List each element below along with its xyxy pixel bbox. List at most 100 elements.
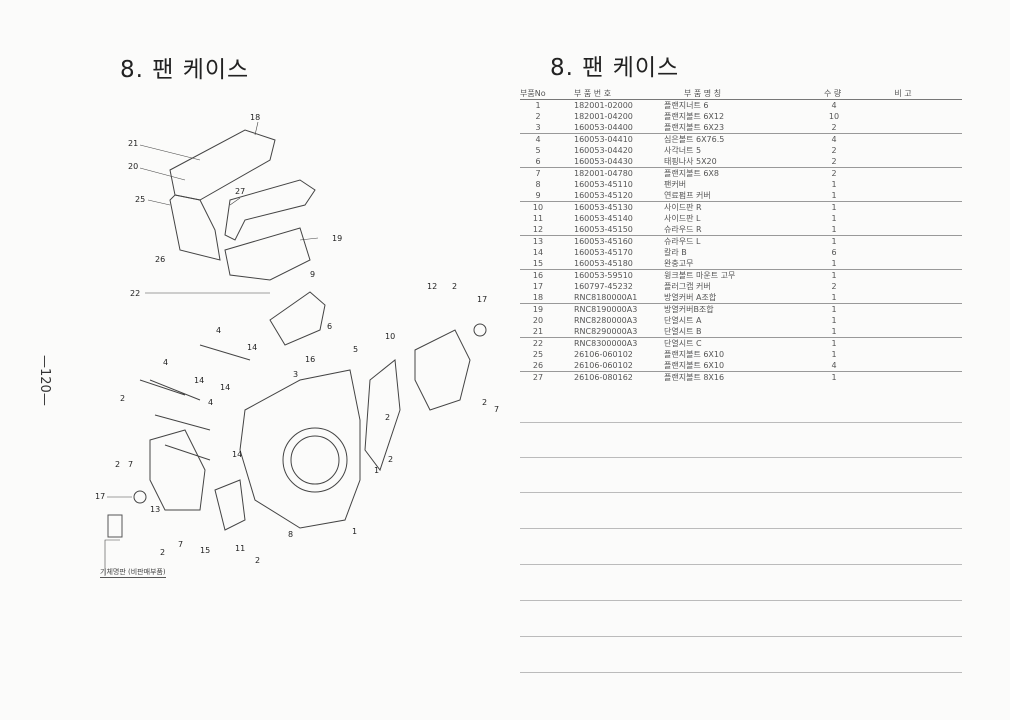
remarks-cell	[844, 281, 962, 292]
remarks-cell	[844, 145, 962, 156]
quantity-cell: 2	[824, 122, 844, 134]
callout-label: 26	[155, 255, 166, 264]
callout-label: 4	[216, 326, 222, 335]
callout-label: 20	[128, 162, 139, 171]
remarks-cell	[844, 326, 962, 338]
callout-label: 9	[310, 270, 316, 279]
callout-label: 4	[208, 398, 214, 407]
callout-label: 14	[232, 450, 243, 459]
callout-label: 22	[130, 289, 141, 298]
remarks-cell	[844, 315, 962, 326]
part-number-cell: 160053-59510	[574, 271, 633, 280]
part-number-cell: 160053-45170	[574, 248, 633, 257]
remarks-cell	[844, 236, 962, 248]
quantity-cell: 10	[828, 112, 840, 121]
quantity-cell: 1	[831, 373, 837, 382]
part-number-cell: 182001-04200	[574, 112, 633, 121]
part-name-cell: 방열커버 A조합	[664, 292, 824, 304]
callout-label: 1	[352, 527, 358, 536]
blank-row-rule	[520, 528, 962, 529]
callout-label: 5	[353, 345, 359, 354]
part-name-cell: 플랜지볼트 6X23	[664, 122, 824, 134]
part-no-cell: 8	[535, 180, 541, 189]
callout-label: 16	[305, 355, 316, 364]
side-plate-l	[149, 429, 206, 511]
part-number-cell: RNC8190000A3	[574, 305, 638, 314]
quantity-cell: 6	[831, 248, 837, 257]
quantity-cell: 2	[824, 156, 844, 168]
quantity-cell: 1	[824, 326, 844, 338]
callout-label: 2	[120, 394, 126, 403]
callout-label: 14	[247, 343, 258, 352]
header-remarks: 비 고	[844, 88, 962, 100]
part-name-cell: 단열시트 C	[664, 339, 702, 348]
part-no-cell: 16	[532, 271, 544, 280]
callout-label: 14	[194, 376, 205, 385]
part-no-cell: 3	[520, 122, 556, 134]
part-number-cell: RNC8290000A3	[556, 326, 664, 338]
part-number-cell: 26106-060102	[574, 350, 633, 359]
right-page-title: 8. 팬 케이스	[550, 55, 680, 81]
callout-label: 2	[160, 548, 166, 557]
remarks-cell	[844, 202, 962, 214]
quantity-cell: 2	[831, 146, 837, 155]
part-name-cell: 슈라우드 R	[664, 224, 824, 236]
part-name-cell: 사각너트 5	[664, 146, 702, 155]
quantity-cell: 1	[824, 292, 844, 304]
part-name-cell: 팬커버	[664, 180, 687, 189]
callout-label: 7	[494, 405, 500, 414]
part-no-cell: 25	[532, 350, 544, 359]
side-plate-r	[364, 359, 401, 472]
callout-label: 27	[235, 187, 246, 196]
part-name-cell: 완충고무	[664, 258, 824, 270]
remarks-cell	[844, 247, 962, 258]
part-no-cell: 5	[535, 146, 541, 155]
part-number-cell: 160053-04400	[556, 122, 664, 134]
quantity-cell: 1	[831, 339, 837, 348]
remarks-cell	[844, 304, 962, 316]
part-no-cell: 26	[520, 360, 556, 372]
quantity-cell: 1	[824, 258, 844, 270]
blank-row-rule	[520, 457, 962, 458]
part-number-cell: 26106-060102	[556, 360, 664, 372]
callout-label: 2	[482, 398, 488, 407]
header-quantity: 수 량	[824, 88, 844, 100]
remarks-cell	[844, 372, 962, 384]
callout-label: 18	[250, 113, 261, 122]
part-number-cell: 160053-45140	[574, 214, 633, 223]
callout-label: 3	[293, 370, 299, 379]
quantity-cell: 1	[831, 203, 837, 212]
part-number-cell: 160053-45180	[556, 258, 664, 270]
remarks-cell	[844, 258, 962, 270]
part-number-cell: 26106-080162	[574, 373, 633, 382]
part-no-cell: 20	[532, 316, 544, 325]
part-no-cell: 13	[532, 237, 544, 246]
part-name-cell: 사이드판 L	[664, 214, 701, 223]
part-name-cell: 플러그캡 커버	[664, 282, 711, 291]
part-name-cell: 칼라 B	[664, 248, 687, 257]
callout-label: 7	[128, 460, 134, 469]
quantity-cell: 1	[831, 271, 837, 280]
fan-opening	[282, 427, 348, 493]
part-name-cell: 플랜지볼트 6X8	[664, 169, 720, 178]
table-header-row: 부품No 부 품 번 호 부 품 명 칭 수 량 비 고	[520, 88, 962, 100]
quantity-cell: 1	[831, 180, 837, 189]
blank-row-rule	[520, 492, 962, 493]
remarks-cell	[844, 179, 962, 190]
part-no-cell: 18	[520, 292, 556, 304]
callout-label: 2	[452, 282, 458, 291]
